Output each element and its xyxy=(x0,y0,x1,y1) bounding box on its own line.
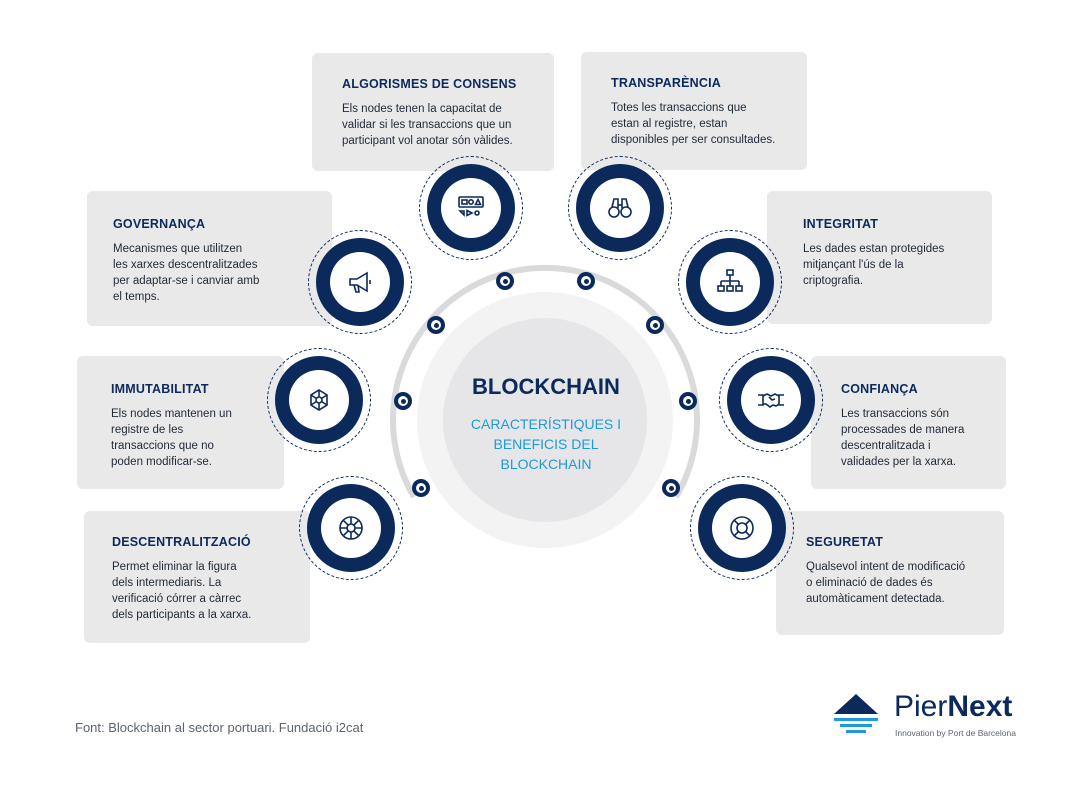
binoculars-icon xyxy=(568,156,672,260)
piernext-logo: PierNext Innovation by Port de Barcelona xyxy=(832,690,1032,742)
card-title: DESCENTRALITZACIÓ xyxy=(112,535,251,549)
card-text: Mecanismes que utilitzen les xarxes desc… xyxy=(113,243,260,303)
connector-dot xyxy=(646,316,664,334)
card-text: Permet eliminar la figura dels intermedi… xyxy=(112,561,252,621)
center-disc xyxy=(443,318,647,522)
source-note: Font: Blockchain al sector portuari. Fun… xyxy=(75,720,364,735)
card-algorismes-de-consens: ALGORISMES DE CONSENS Els nodes tenen la… xyxy=(312,53,554,171)
lifebuoy-icon xyxy=(690,476,794,580)
megaphone-icon xyxy=(308,230,412,334)
connector-dot xyxy=(427,316,445,334)
card-text: Les dades estan protegides mitjançant l'… xyxy=(803,243,945,287)
card-text: Totes les transaccions que estan al regi… xyxy=(611,102,776,146)
card-transparencia: TRANSPARÈNCIA Totes les transaccions que… xyxy=(581,52,807,170)
card-title: CONFIANÇA xyxy=(841,382,918,396)
card-title: ALGORISMES DE CONSENS xyxy=(342,77,517,91)
logo-tagline: Innovation by Port de Barcelona xyxy=(895,728,1016,738)
hierarchy-icon xyxy=(678,230,782,334)
card-text: Els nodes mantenen un registre de les tr… xyxy=(111,408,232,468)
card-text: Les transaccions són processades de mane… xyxy=(841,408,965,468)
network-hexagon-icon xyxy=(267,348,371,452)
card-title: INTEGRITAT xyxy=(803,217,879,231)
logo-wordmark: PierNext xyxy=(894,690,1012,724)
connector-dot xyxy=(662,479,680,497)
connector-dot xyxy=(679,392,697,410)
card-text: Qualsevol intent de modificació o elimin… xyxy=(806,561,966,605)
shapes-icon xyxy=(419,156,523,260)
logo-brand-light: Pier xyxy=(894,690,948,723)
pyramid-logo-icon xyxy=(834,694,878,733)
handshake-icon xyxy=(719,348,823,452)
card-integritat: INTEGRITAT Les dades estan protegides mi… xyxy=(767,191,992,324)
connector-dot xyxy=(496,272,514,290)
connector-dot xyxy=(412,479,430,497)
card-title: TRANSPARÈNCIA xyxy=(611,76,722,90)
card-text: Els nodes tenen la capacitat de validar … xyxy=(342,103,513,147)
card-seguretat: SEGURETAT Qualsevol intent de modificaci… xyxy=(776,511,1004,635)
card-confianca: CONFIANÇA Les transaccions són processad… xyxy=(811,356,1006,489)
card-descentralitzacio: DESCENTRALITZACIÓ Permet eliminar la fig… xyxy=(84,511,310,643)
card-title: IMMUTABILITAT xyxy=(111,382,209,396)
card-governanca: GOVERNANÇA Mecanismes que utilitzen les … xyxy=(87,191,332,326)
card-title: SEGURETAT xyxy=(806,535,884,549)
connector-dot xyxy=(394,392,412,410)
card-immutabilitat: IMMUTABILITAT Els nodes mantenen un regi… xyxy=(77,356,284,489)
distributed-circle-icon xyxy=(299,476,403,580)
logo-brand-bold: Next xyxy=(947,690,1013,723)
center-title: BLOCKCHAIN xyxy=(472,374,620,399)
card-title: GOVERNANÇA xyxy=(113,217,206,231)
center-subtitle: CARACTERÍSTIQUES I BENEFICIS DEL BLOCKCH… xyxy=(470,416,622,472)
connector-dot xyxy=(577,272,595,290)
